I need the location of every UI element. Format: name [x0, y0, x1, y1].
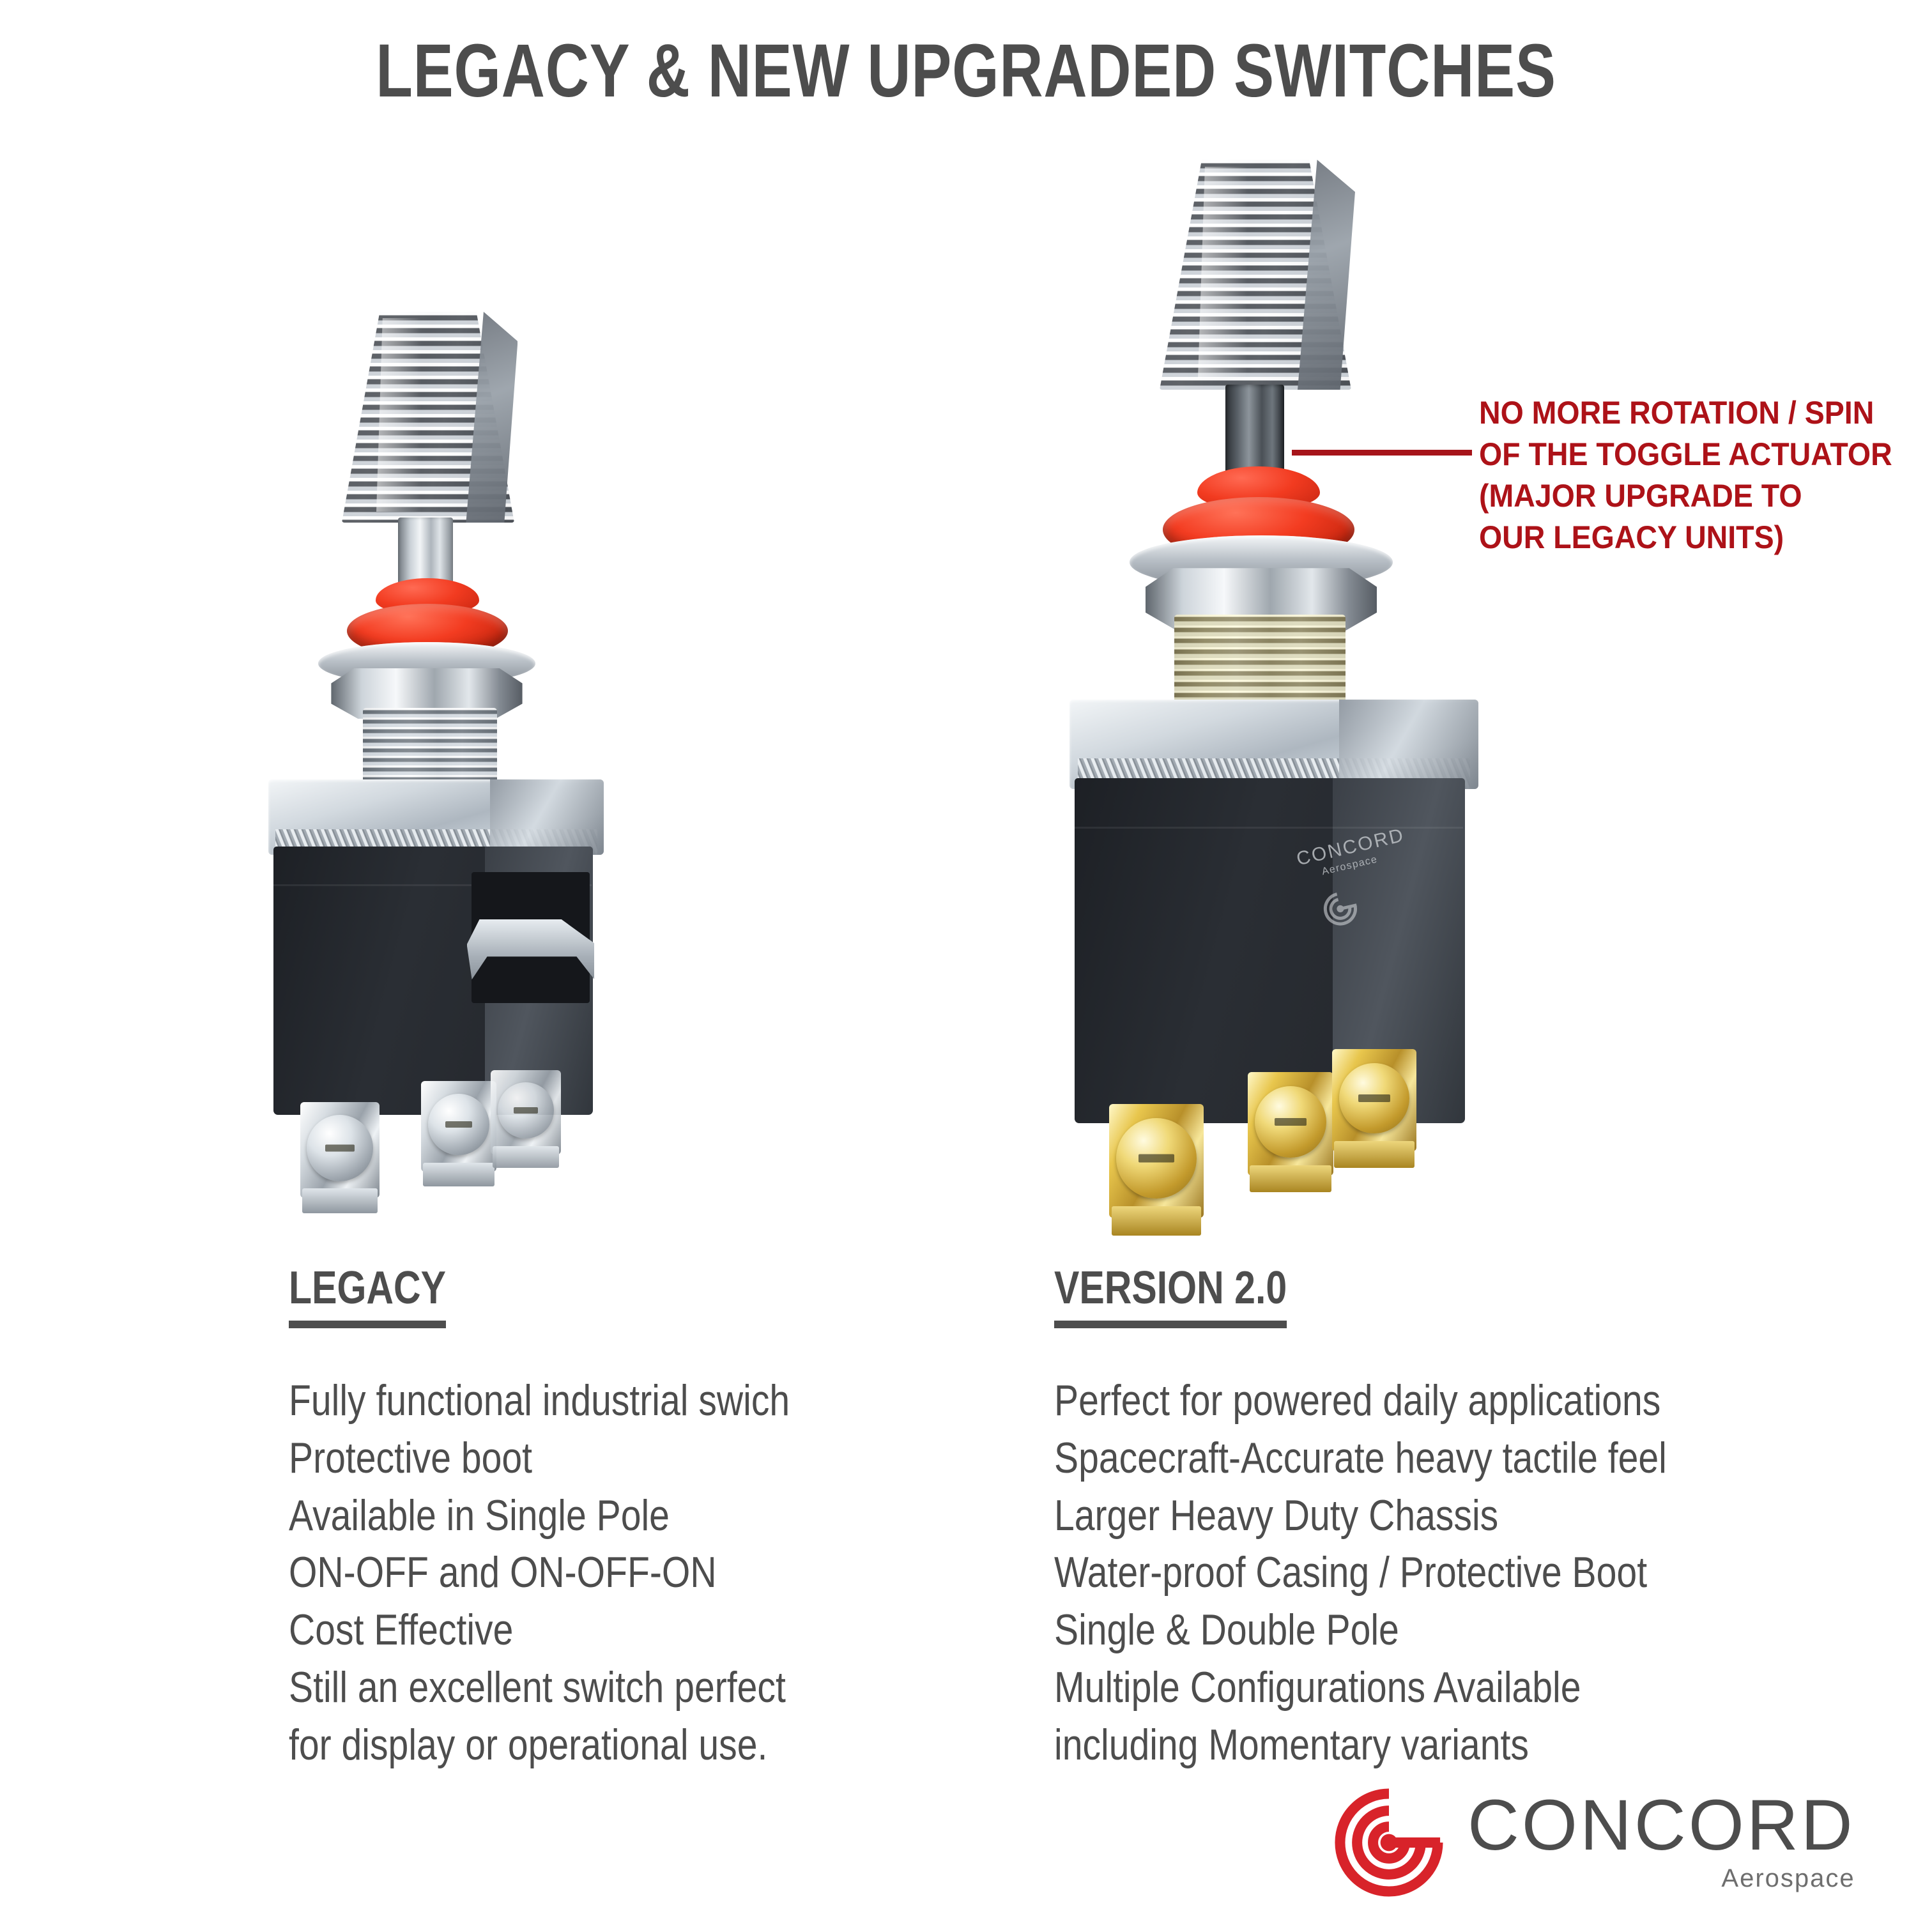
list-item: for display or operational use. — [289, 1720, 768, 1769]
logo-cross-bar — [1389, 1837, 1441, 1848]
terminal-phillips-screw — [1255, 1085, 1326, 1158]
phillips-cross-icon — [1358, 1094, 1390, 1102]
callout-line-2: OF THE TOGGLE ACTUATOR — [1479, 436, 1892, 472]
legacy-terminal-screw-left — [293, 1102, 387, 1213]
concord-logo-mark-icon — [1335, 1788, 1443, 1897]
version2-switch-image: CONCORD Aerospace — [1048, 160, 1533, 1297]
paddle-highlight — [376, 318, 422, 512]
version2-column-heading: VERSION 2.0 — [1054, 1262, 1287, 1328]
legacy-threaded-bushing — [363, 708, 497, 788]
legacy-mounting-bracket — [268, 779, 604, 855]
terminal-foot — [1111, 1206, 1202, 1236]
v2-switch-body — [1075, 778, 1466, 1123]
legacy-hex-nut — [318, 642, 535, 719]
legacy-heading-label: LEGACY — [289, 1262, 447, 1314]
legacy-lever-retainer-clip — [466, 872, 595, 1003]
v2-threaded-bushing — [1174, 615, 1346, 712]
version2-heading-label: VERSION 2.0 — [1054, 1262, 1287, 1314]
list-item: Single & Double Pole — [1054, 1606, 1399, 1654]
legacy-terminal-screw-right — [484, 1070, 567, 1169]
version2-heading-underline — [1054, 1321, 1287, 1328]
callout-line-3: (MAJOR UPGRADE TO — [1479, 478, 1802, 514]
legacy-terminal-screw-center — [414, 1081, 503, 1186]
bracket-side-edge — [489, 779, 604, 855]
list-item: Cost Effective — [289, 1606, 514, 1654]
list-item: Multiple Configurations Available — [1054, 1662, 1581, 1712]
v2-terminal-screw-left — [1100, 1104, 1213, 1236]
list-item: Larger Heavy Duty Chassis — [1054, 1491, 1499, 1540]
phillips-cross-icon — [325, 1144, 355, 1152]
legacy-heading-underline — [289, 1321, 447, 1328]
terminal-phillips-screw — [307, 1115, 373, 1181]
terminal-phillips-screw — [1339, 1062, 1409, 1133]
legacy-switch-image — [243, 307, 690, 1265]
brand-logo: CONCORD Aerospace — [1332, 1786, 1855, 1899]
list-item: Water-proof Casing / Protective Boot — [1054, 1548, 1648, 1597]
list-item: Protective boot — [289, 1433, 533, 1482]
terminal-foot — [493, 1146, 559, 1169]
v2-toggle-paddle-icon — [1160, 160, 1355, 390]
body-seam-line — [273, 884, 592, 886]
bracket-side-edge — [1339, 700, 1478, 789]
phillips-cross-icon — [514, 1107, 538, 1114]
paddle-highlight — [1198, 166, 1248, 378]
terminal-foot — [1250, 1165, 1331, 1192]
list-item: Spacecraft-Accurate heavy tactile feel — [1054, 1433, 1667, 1482]
version2-feature-list: Perfect for powered daily applications S… — [1054, 1372, 1667, 1774]
terminal-foot — [423, 1162, 494, 1186]
body-seam-line — [1075, 826, 1463, 829]
brand-name: CONCORD — [1468, 1784, 1855, 1865]
terminal-phillips-screw — [428, 1094, 489, 1156]
terminal-foot — [1333, 1141, 1415, 1168]
phillips-cross-icon — [1138, 1154, 1174, 1163]
legacy-toggle-paddle-icon — [342, 312, 518, 523]
v2-terminal-screw-center — [1239, 1072, 1342, 1192]
page-title: LEGACY & NEW UPGRADED SWITCHES — [376, 29, 1556, 113]
list-item: Available in Single Pole — [289, 1491, 670, 1540]
phillips-cross-icon — [1275, 1117, 1307, 1126]
callout-text: NO MORE ROTATION / SPIN OF THE TOGGLE AC… — [1479, 392, 1892, 558]
callout-line-1: NO MORE ROTATION / SPIN — [1479, 395, 1874, 431]
v2-terminal-screw-right — [1324, 1049, 1425, 1168]
list-item: Perfect for powered daily applications — [1054, 1376, 1661, 1425]
list-item: ON-OFF and ON-OFF-ON — [289, 1548, 717, 1597]
terminal-phillips-screw — [498, 1082, 554, 1139]
legacy-feature-list: Fully functional industrial swich Protec… — [289, 1372, 790, 1774]
callout-leader-line — [1292, 450, 1472, 456]
terminal-phillips-screw — [1116, 1118, 1197, 1199]
brand-logo-wordmark: CONCORD Aerospace — [1468, 1784, 1855, 1893]
phillips-cross-icon — [445, 1121, 472, 1128]
legacy-column-heading: LEGACY — [289, 1262, 447, 1328]
callout-line-4: OUR LEGACY UNITS) — [1479, 519, 1784, 555]
terminal-foot — [302, 1188, 378, 1213]
list-item: including Momentary variants — [1054, 1720, 1529, 1769]
list-item: Fully functional industrial swich — [289, 1376, 790, 1425]
v2-mounting-bracket — [1070, 700, 1478, 789]
list-item: Still an excellent switch perfect — [289, 1662, 786, 1712]
brand-subtitle: Aerospace — [1721, 1864, 1855, 1893]
